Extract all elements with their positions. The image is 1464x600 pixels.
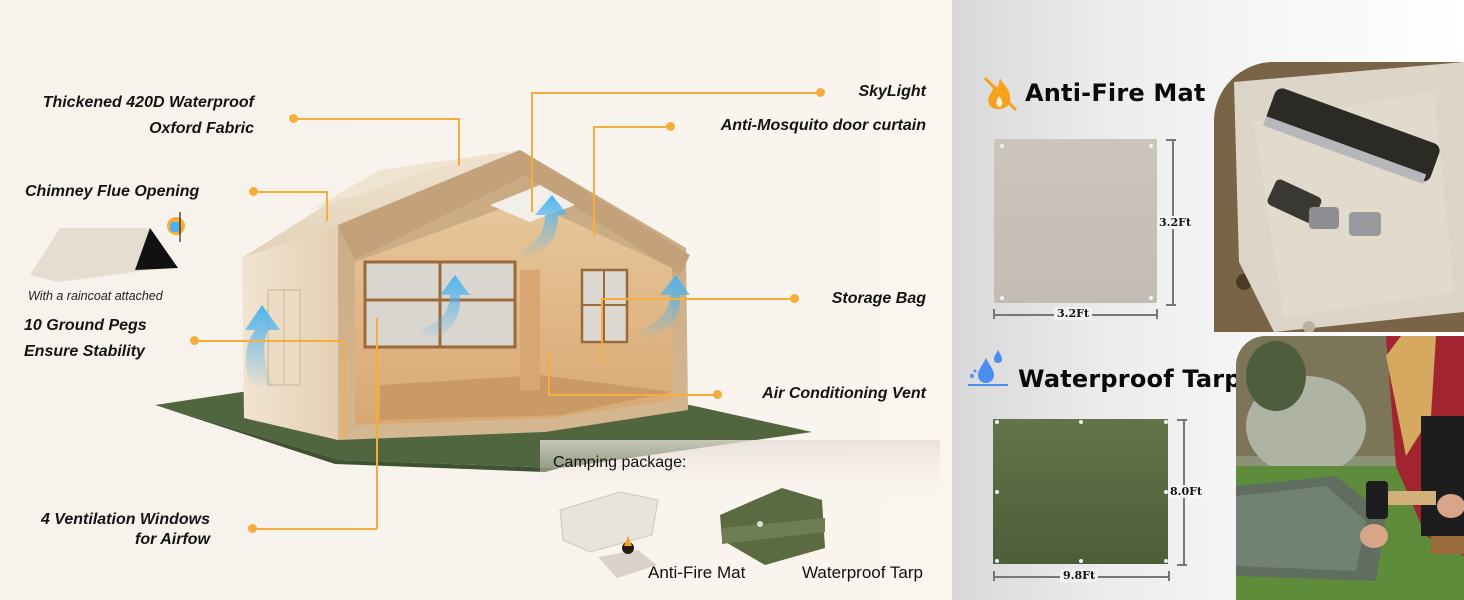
skylight-callout-line-v [531,92,533,212]
no-fire-icon [983,76,1018,112]
chimney-callout-line [254,191,326,193]
grommet [1164,559,1168,563]
windows-callout-line-v [376,318,378,529]
water-drops-icon [968,350,1008,386]
grommet [1079,559,1083,563]
anti-fire-mat-swatch [994,139,1157,303]
chimney-callout-line-v [326,191,328,221]
chimney-callout-dot [249,187,258,196]
tarp-staking-photo [1236,336,1464,600]
waterproof-tarp-title: Waterproof Tarp [1018,365,1242,393]
tarp-height-label: 8.0Ft [1169,485,1204,498]
dim-tick [1177,564,1187,566]
raincoat-caption: With a raincoat attached [28,289,163,303]
grommet [1149,144,1153,148]
storage-callout-line [601,298,793,300]
feature-skylight: SkyLight [858,83,926,100]
grommet [995,559,999,563]
dim-tick [1166,139,1176,141]
package-item-fire-mat: Anti-Fire Mat [648,563,746,582]
grommet [995,490,999,494]
storage-callout-dot [790,294,799,303]
tarp-width-label: 9.8Ft [1060,569,1099,582]
vent-callout-dot [713,390,722,399]
mat-width-label: 3.2Ft [1054,307,1093,320]
vent-callout-line [548,394,716,396]
mosquito-callout-dot [666,122,675,131]
windows-callout-dot [248,524,257,533]
storage-callout-line-v [601,298,603,364]
feature-windows-line1: 4 Ventilation Windows [40,511,210,528]
pegs-callout-dot [190,336,199,345]
grommet [1000,296,1004,300]
vent-callout-line-v [548,352,550,395]
grommet [1149,296,1153,300]
windows-callout-line [253,528,377,530]
dim-tick [1168,571,1170,581]
waterproof-tarp-swatch [993,419,1168,564]
tent-illustration [30,150,940,578]
grommet [1000,144,1004,148]
mosquito-callout-line [593,126,669,128]
dim-tick [993,571,995,581]
fabric-callout-line [294,118,458,120]
feature-pegs-line1: 10 Ground Pegs [24,317,147,334]
skylight-callout-line [531,92,819,94]
feature-pegs-line2: Ensure Stability [24,343,145,360]
feature-vent: Air Conditioning Vent [762,385,926,402]
feature-fabric-line1: Thickened 420D Waterproof [42,94,254,111]
mosquito-callout-line-v [593,126,595,236]
feature-fabric: Thickened 420D Waterproof Oxford Fabric [22,90,254,142]
grommet [1164,420,1168,424]
skylight-callout-dot [816,88,825,97]
package-title: Camping package: [553,454,687,471]
package-item-tarp: Waterproof Tarp [802,563,923,582]
grommet [1079,420,1083,424]
dim-tick [1177,419,1187,421]
feature-storage: Storage Bag [831,290,926,307]
feature-mosquito: Anti-Mosquito door curtain [720,117,926,134]
mat-height-label: 3.2Ft [1158,216,1193,229]
fabric-callout-dot [289,114,298,123]
fabric-callout-line-v [458,118,460,166]
grommet [995,420,999,424]
feature-pegs: 10 Ground Pegs Ensure Stability [24,313,147,365]
feature-windows-line2: for Airfow [135,531,210,548]
feature-chimney: Chimney Flue Opening [25,183,200,200]
feature-windows: 4 Ventilation Windows for Airfow [22,510,210,550]
dim-tick [1166,304,1176,306]
fire-mat-photo [1214,62,1464,332]
pegs-callout-line [195,340,343,342]
pegs-callout-line-v [343,340,345,438]
grommet [1164,490,1168,494]
dim-tick [1156,309,1158,319]
feature-fabric-line2: Oxford Fabric [149,120,254,137]
dim-tick [993,309,995,319]
anti-fire-mat-title: Anti-Fire Mat [1025,79,1206,107]
